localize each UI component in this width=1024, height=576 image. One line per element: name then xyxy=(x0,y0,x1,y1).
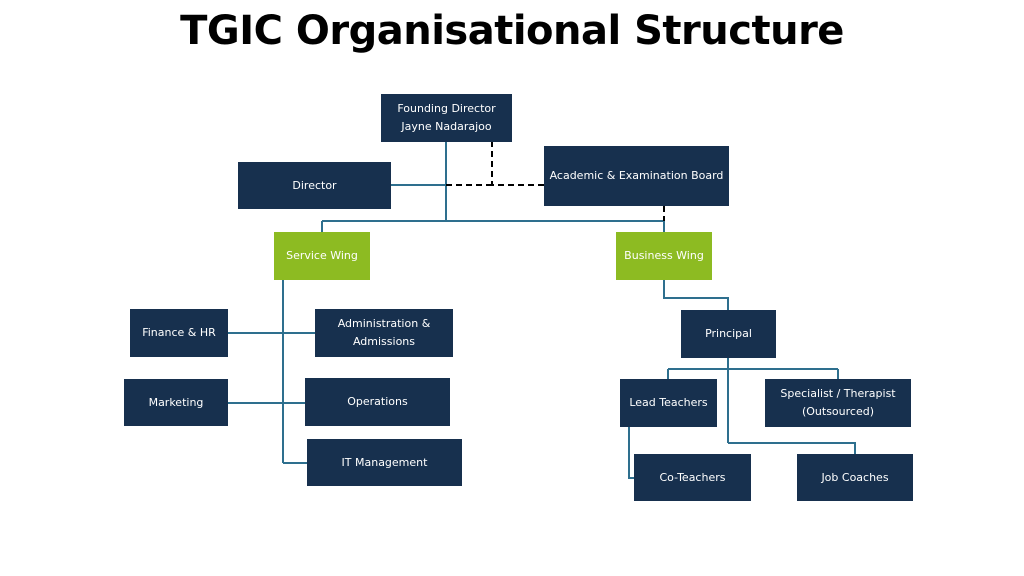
founding-director-name: Jayne Nadarajoo xyxy=(401,120,492,133)
chart-title: TGIC Organisational Structure xyxy=(180,8,844,54)
founding-director-box: Founding Director Jayne Nadarajoo xyxy=(381,94,512,142)
specialist-therapist-note: (Outsourced) xyxy=(801,405,875,418)
finance-hr-box: Finance & HR xyxy=(130,309,228,357)
admin-admissions-box: Administration & Admissions xyxy=(315,309,453,357)
principal-box: Principal xyxy=(681,310,776,358)
academic-board-box: Academic & Examination Board xyxy=(544,146,729,206)
business-wing-label: Business Wing xyxy=(624,249,704,262)
operations-label: Operations xyxy=(347,395,408,408)
lead-teachers-label: Lead Teachers xyxy=(629,396,708,409)
principal-label: Principal xyxy=(705,327,752,340)
it-management-label: IT Management xyxy=(341,455,428,469)
job-coaches-label: Job Coaches xyxy=(821,470,889,484)
specialist-therapist-title: Specialist / Therapist xyxy=(780,387,896,400)
co-teachers-box: Co-Teachers xyxy=(634,454,751,501)
marketing-label: Marketing xyxy=(148,395,204,409)
co-teachers-label: Co-Teachers xyxy=(659,470,726,484)
service-wing-box: Service Wing xyxy=(274,232,370,280)
lead-teachers-box: Lead Teachers xyxy=(620,379,717,427)
job-coaches-box: Job Coaches xyxy=(797,454,913,501)
director-box: Director xyxy=(238,162,391,209)
academic-board-label: Academic & Examination Board xyxy=(549,169,724,182)
service-wing-label: Service Wing xyxy=(286,249,358,262)
it-management-box: IT Management xyxy=(307,439,462,486)
business-wing-box: Business Wing xyxy=(616,232,712,280)
director-label: Director xyxy=(292,178,337,192)
admin-admissions-label: Administration & Admissions xyxy=(337,317,431,348)
specialist-therapist-box: Specialist / Therapist (Outsourced) xyxy=(765,379,911,427)
operations-box: Operations xyxy=(305,378,450,426)
founding-director-title: Founding Director xyxy=(397,102,496,115)
marketing-box: Marketing xyxy=(124,379,228,426)
finance-hr-label: Finance & HR xyxy=(142,326,216,339)
